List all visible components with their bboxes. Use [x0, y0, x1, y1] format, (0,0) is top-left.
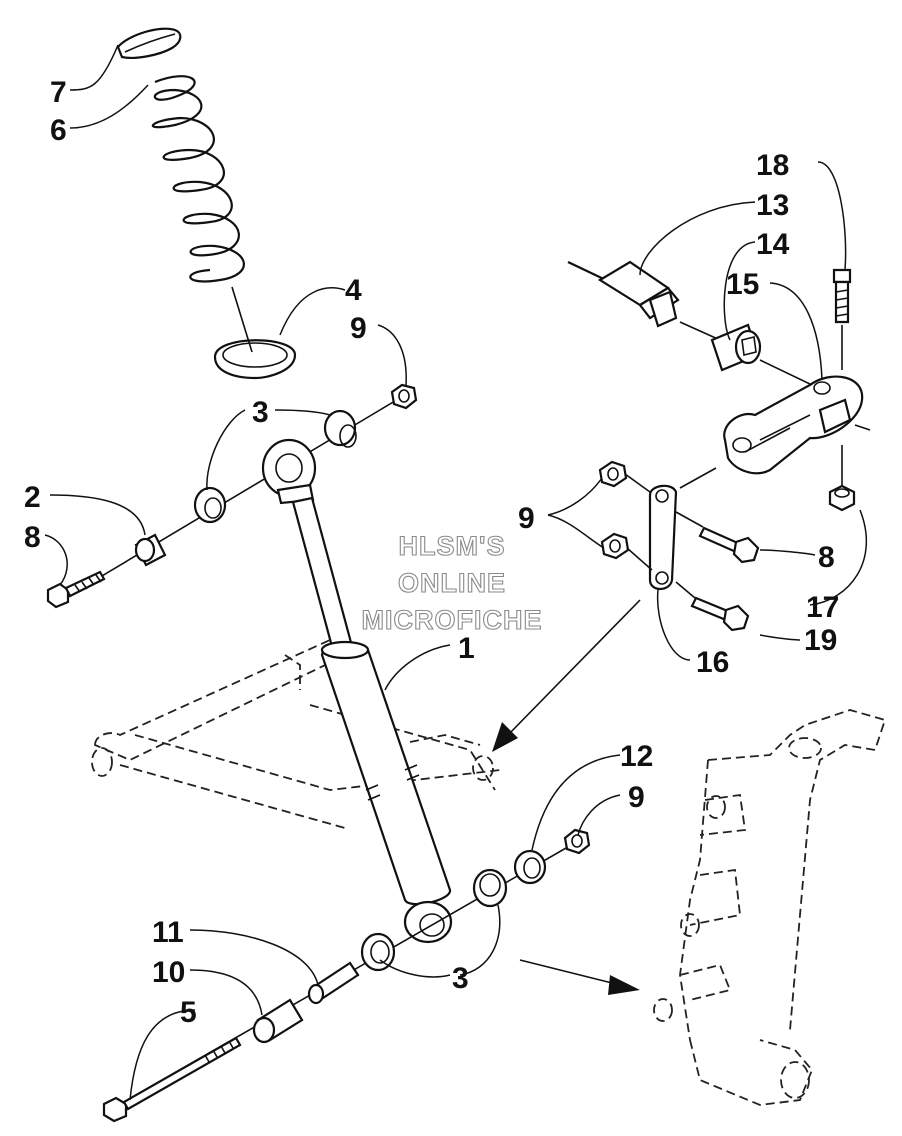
callout-5: 5 [180, 996, 197, 1029]
spring-axis [231, 286, 253, 353]
bolt-18 [832, 268, 852, 324]
callout-8-left: 8 [24, 521, 41, 554]
sleeve-11 [307, 961, 360, 1005]
callout-labels: 7 6 4 9 3 2 8 1 18 13 14 15 9 8 17 19 16… [24, 76, 839, 1029]
callout-10: 10 [152, 956, 185, 989]
bushing-axis [759, 359, 813, 386]
bushing-upper-right [323, 409, 357, 448]
a-arm-ghost [91, 636, 501, 829]
coil-spring [151, 75, 245, 283]
spring-seat [213, 339, 297, 380]
link-axis [679, 467, 717, 489]
sway-bar-end [567, 260, 680, 328]
bolt-19-axis [675, 581, 696, 599]
sway-bar-axis [679, 321, 721, 341]
callout-9-lower: 9 [628, 781, 645, 814]
nut-9-upper-link [598, 460, 628, 488]
sleeve-2 [134, 533, 167, 567]
arm-axis [854, 424, 871, 431]
arrow-to-arm [492, 599, 641, 752]
callout-1: 1 [458, 632, 475, 665]
callout-9-upper: 9 [350, 312, 367, 345]
callout-12: 12 [620, 740, 653, 773]
callout-6: 6 [50, 114, 67, 147]
callout-2: 2 [24, 481, 41, 514]
nut-lower [563, 828, 591, 855]
callout-13: 13 [756, 189, 789, 222]
nut-9-lower-link [600, 532, 630, 560]
bolt-8-left [46, 570, 106, 609]
spring-retainer [116, 27, 182, 59]
callout-9-link: 9 [518, 502, 535, 535]
spindle-knuckle-ghost [653, 709, 887, 1106]
callout-3-lower: 3 [452, 962, 469, 995]
spacer-12 [513, 849, 547, 885]
callout-16: 16 [696, 646, 729, 679]
sleeve-10 [252, 998, 304, 1044]
callout-19: 19 [804, 624, 837, 657]
watermark-line-1: HLSM'S [399, 531, 506, 561]
bushing-lower-left [360, 932, 396, 972]
callout-17: 17 [806, 591, 839, 624]
bushing-lower-right [472, 868, 508, 908]
callout-15: 15 [726, 268, 759, 301]
watermark: HLSM'S ONLINE MICROFICHE [361, 530, 543, 635]
bushing-14 [710, 323, 762, 372]
shock-absorber [261, 438, 453, 944]
bolt-5 [102, 1036, 242, 1123]
callout-11: 11 [152, 916, 184, 949]
bolt-19 [690, 596, 750, 632]
link-16 [648, 484, 678, 591]
nut-17 [828, 484, 856, 512]
callout-8-right: 8 [818, 541, 835, 574]
watermark-line-3: MICROFICHE [362, 605, 543, 635]
nut-axes [624, 473, 653, 571]
callout-14: 14 [756, 228, 790, 261]
arrow-to-knuckle [519, 959, 640, 995]
bushing-upper-left [193, 486, 227, 524]
leader-lines [44, 44, 868, 1101]
callout-7: 7 [50, 76, 67, 109]
bolt-8-right-axis [675, 511, 704, 528]
watermark-line-2: ONLINE [398, 568, 506, 598]
callout-18: 18 [756, 149, 789, 182]
nut-upper [390, 383, 418, 410]
callout-4: 4 [345, 274, 362, 307]
bolt-8-right [698, 526, 760, 564]
callout-3-upper: 3 [252, 396, 269, 429]
arm-15 [723, 375, 864, 475]
